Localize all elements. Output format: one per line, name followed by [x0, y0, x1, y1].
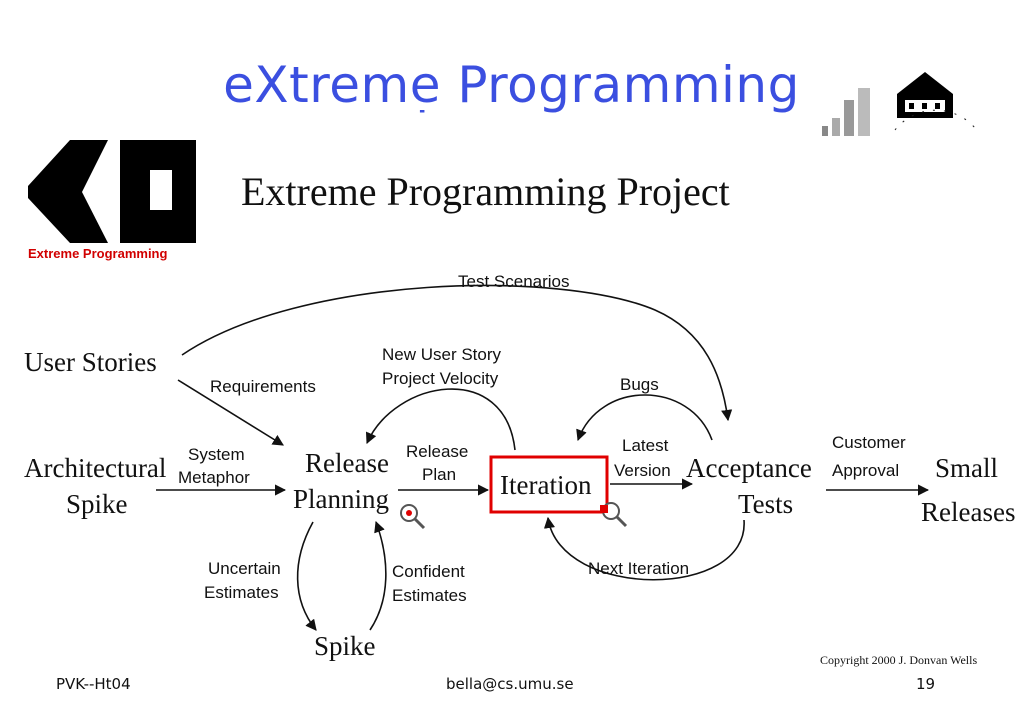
label-approval: Approval: [832, 461, 899, 480]
arrow-new-user-story: [365, 388, 516, 451]
label-estimates-confident: Estimates: [392, 586, 467, 605]
node-spike-b: Spike: [314, 631, 376, 661]
label-release: Release: [406, 442, 468, 461]
arrow-confident-estimates: [369, 520, 387, 631]
diagram-copyright: Copyright 2000 J. Donvan Wells: [820, 653, 977, 667]
node-acceptance: Acceptance: [686, 453, 812, 483]
footer-page-number: 19: [916, 675, 936, 693]
label-uncertain: Uncertain: [208, 559, 281, 578]
label-project-velocity: Project Velocity: [382, 369, 499, 388]
node-release: Release: [305, 448, 389, 478]
node-small: Small: [935, 453, 998, 483]
footer-course: PVK--Ht04: [56, 675, 131, 693]
xp-logo: Extreme Programming: [28, 140, 198, 261]
arrow-bugs: [576, 394, 713, 442]
arrow-uncertain-estimates: [296, 521, 317, 631]
iteration-highlight-box: [489, 455, 609, 514]
label-version: Version: [614, 461, 671, 480]
label-estimates-uncertain: Estimates: [204, 583, 279, 602]
label-new-user-story: New User Story: [382, 345, 502, 364]
label-latest: Latest: [622, 436, 669, 455]
label-customer: Customer: [832, 433, 906, 452]
label-test-scenarios: Test Scenarios: [458, 272, 570, 291]
label-system: System: [188, 445, 245, 464]
magnifier-icon: [600, 502, 628, 528]
xp-logo-label: Extreme Programming: [28, 246, 167, 261]
label-requirements: Requirements: [210, 377, 316, 396]
label-metaphor: Metaphor: [178, 468, 250, 487]
magnifier-icon: [400, 504, 426, 530]
diagram-title: Extreme Programming Project: [241, 169, 730, 214]
arrow-next-iteration: [543, 516, 745, 581]
label-bugs: Bugs: [620, 375, 659, 394]
node-tests: Tests: [738, 489, 793, 519]
slide-title-line2: process: [0, 110, 1023, 114]
slide-title: eXtreme Programming: [223, 56, 800, 114]
node-releases: Releases: [921, 497, 1015, 527]
node-iteration: Iteration: [500, 470, 592, 500]
node-planning: Planning: [293, 484, 389, 514]
node-user-stories: User Stories: [24, 347, 157, 377]
node-architectural: Architectural: [24, 453, 166, 483]
label-next-iteration: Next Iteration: [588, 559, 689, 578]
label-plan: Plan: [422, 465, 456, 484]
arrow-test-scenarios: [181, 284, 733, 422]
arrow-requirements: [177, 379, 284, 446]
footer-email: bella@cs.umu.se: [446, 675, 574, 693]
university-seal: [822, 72, 976, 136]
node-spike-a: Spike: [66, 489, 128, 519]
label-confident: Confident: [392, 562, 465, 581]
slide-title-line2-clip: process: [0, 110, 1023, 144]
